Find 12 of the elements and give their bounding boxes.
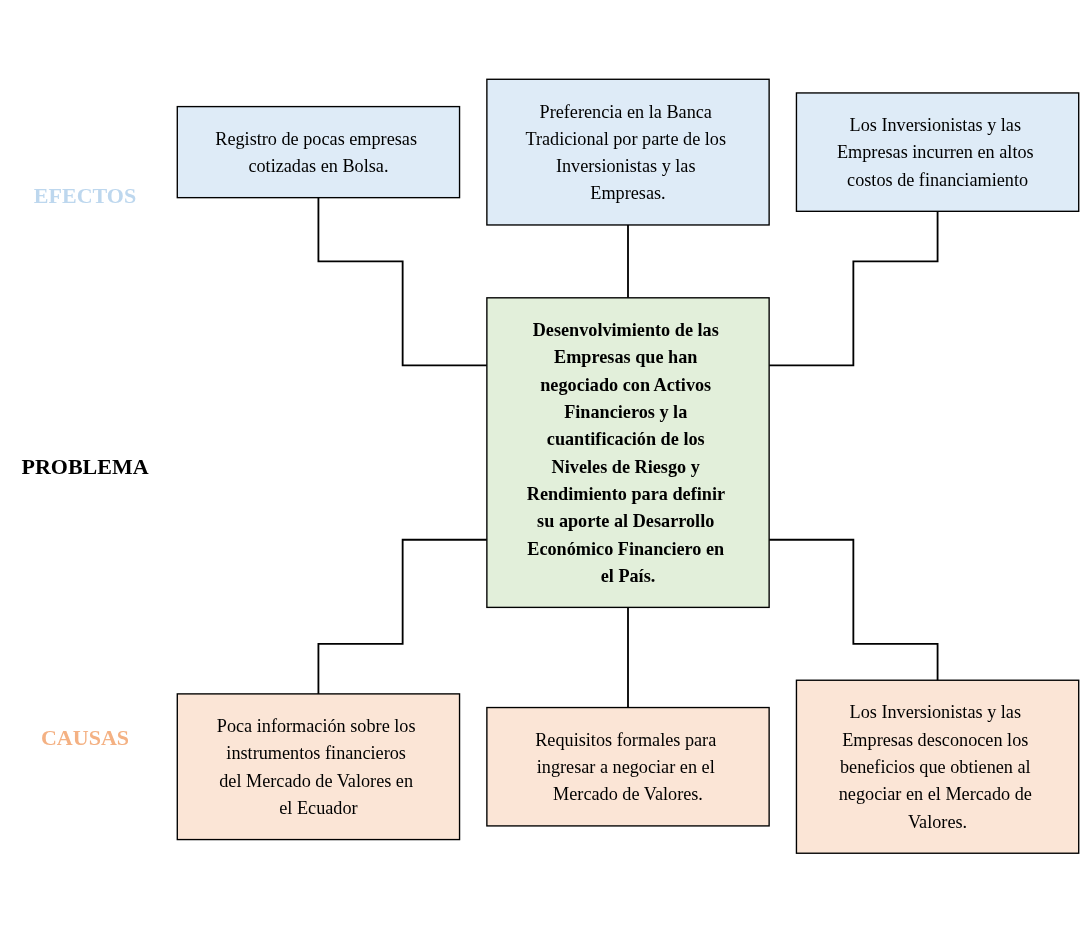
connector <box>627 224 629 299</box>
connector <box>627 606 629 709</box>
node-box: Poca información sobre los instrumentos financieros del Mercado de Valores en el Ecuador <box>176 693 461 841</box>
row-label: CAUSAS <box>40 724 130 751</box>
node-box: Preferencia en la Banca Tradicional por parte de los Inversionistas y las Empresas. <box>486 78 770 226</box>
node-box: Desenvolvimiento de las Empresas que han negociado con Activos Financieros y la cuantificación de los Niveles de Riesgo y Rendimiento para definir su aporte al Desarrollo Económico Financiero en el País. <box>486 297 770 609</box>
row-label: EFECTOS <box>32 182 138 209</box>
node-box: Requisitos formales para ingresar a negociar en el Mercado de Valores. <box>486 707 770 827</box>
row-label: PROBLEMA <box>20 453 150 480</box>
node-box: Los Inversionistas y las Empresas desconocen los beneficios que obtienen al negociar en el Mercado de Valores. <box>795 679 1080 855</box>
node-box: Registro de pocas empresas cotizadas en Bolsa. <box>176 106 461 199</box>
node-box: Los Inversionistas y las Empresas incurren en altos costos de financiamiento <box>795 92 1080 213</box>
